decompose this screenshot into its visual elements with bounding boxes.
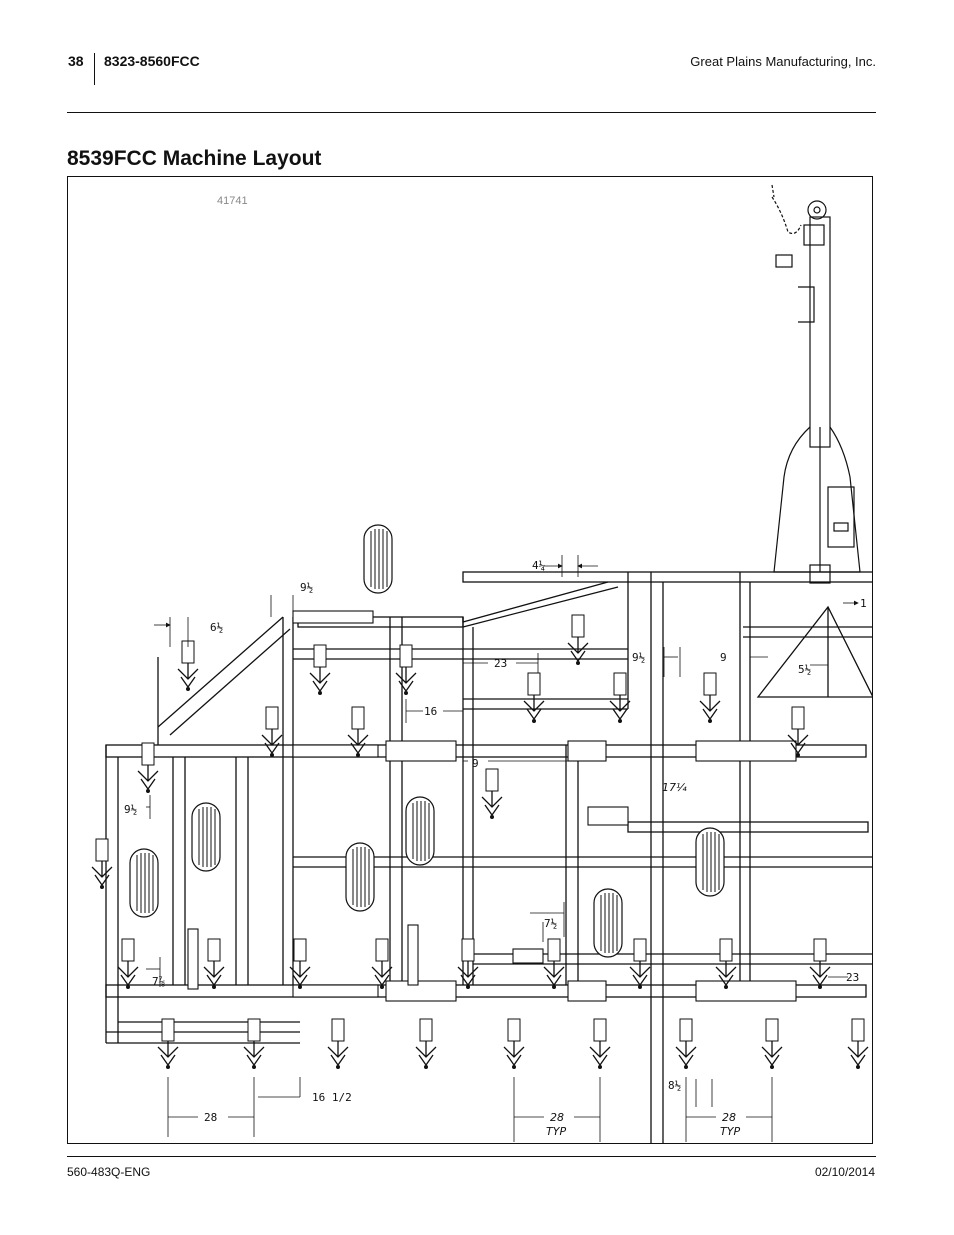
- dim-7-1-2: 7½: [544, 917, 557, 930]
- company-name: Great Plains Manufacturing, Inc.: [690, 54, 876, 69]
- dim-16-1-2: 16 1/2: [312, 1091, 352, 1104]
- dim-8-1-2: 8½: [668, 1079, 681, 1092]
- typ-label-right: TYP: [720, 1125, 740, 1138]
- dim-6-1-2: 6½: [210, 621, 223, 634]
- dim-4-1-4: 4¼: [532, 559, 545, 572]
- dim-16: 16: [424, 705, 437, 718]
- dim-28-mid: 28: [550, 1111, 564, 1124]
- dim-1-right: 1: [860, 597, 867, 610]
- footer-rule: [67, 1156, 876, 1157]
- doc-number: 560-483Q-ENG: [67, 1165, 151, 1179]
- dim-9-1-2-top: 9½: [300, 581, 313, 594]
- dim-9-right: 9: [720, 651, 727, 664]
- tongue-hitch: [771, 184, 861, 584]
- dim-17-1-4: 17¼: [662, 781, 687, 794]
- dim-9-1-2-left: 9½: [124, 803, 137, 816]
- page-title: 8539FCC Machine Layout: [67, 147, 322, 170]
- figure-id: 41741: [217, 195, 248, 207]
- model-range: 8323-8560FCC: [104, 53, 200, 69]
- dim-23-right: 23: [846, 971, 859, 984]
- typ-label-mid: TYP: [546, 1125, 566, 1138]
- dim-28-right: 28: [722, 1111, 736, 1124]
- dim-23-top: 23: [494, 657, 507, 670]
- dimension-lines: [146, 555, 859, 1142]
- dim-9-1-2-mid: 9½: [632, 651, 645, 664]
- dim-7-7-8: 7⅞: [152, 975, 166, 988]
- dim-28-left: 28: [204, 1111, 217, 1124]
- header-divider: [94, 53, 95, 85]
- header-rule: [67, 112, 876, 113]
- machine-layout-figure: 41741: [67, 176, 873, 1144]
- dim-5-1-2: 5½: [798, 663, 811, 676]
- machine-layout-drawing: 4¼ 9½ 6½ 23 16 9½ 9 1 5½ 9 17¼ 9½ 7½ 7⅞ …: [91, 184, 872, 1143]
- dimension-labels: 4¼ 9½ 6½ 23 16 9½ 9 1 5½ 9 17¼ 9½ 7½ 7⅞ …: [124, 559, 867, 1138]
- frame: [105, 571, 872, 1143]
- hydraulic-cylinders: [187, 610, 797, 1002]
- footer-date: 02/10/2014: [814, 1165, 875, 1179]
- page-number: 38: [68, 53, 84, 69]
- dim-9-center: 9: [472, 757, 479, 770]
